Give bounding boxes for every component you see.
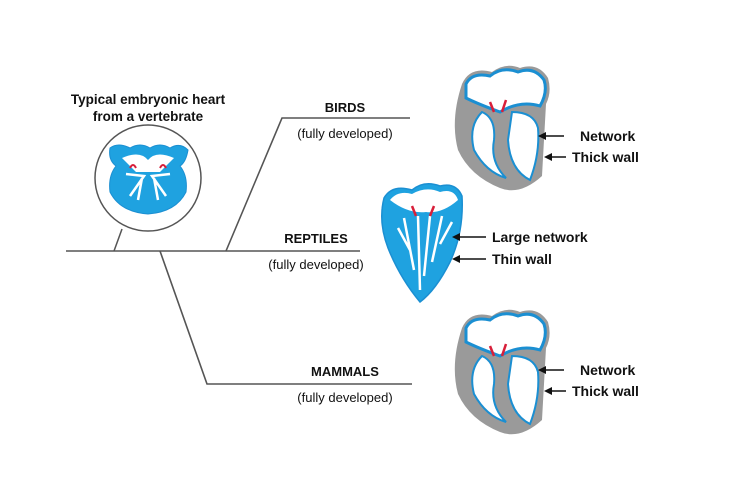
phylogeny-lines — [66, 117, 412, 385]
mammal-wall-arrowhead — [544, 387, 552, 395]
bird-wall-label: Thick wall — [572, 149, 639, 165]
mammals-branch-line — [159, 250, 412, 385]
title-line-2: from a vertebrate — [93, 109, 204, 124]
mammal-wall-label: Thick wall — [572, 383, 639, 399]
reptile-heart-shape — [381, 183, 463, 304]
reptile-wall-arrowhead — [452, 255, 460, 263]
circle-connector — [113, 228, 123, 252]
reptile-heart — [381, 183, 463, 304]
bird-heart — [454, 65, 550, 191]
reptiles-subtitle: (fully developed) — [268, 257, 363, 272]
title-line-1: Typical embryonic heart — [71, 92, 226, 107]
embryonic-heart — [94, 124, 202, 252]
mammal-heart — [454, 309, 550, 435]
embryonic-heart-network — [125, 172, 171, 201]
mammal-network-arrowhead — [538, 366, 546, 374]
mammal-valves — [488, 343, 508, 357]
mammal-network-label: Network — [580, 362, 635, 378]
reptiles-label: REPTILES — [284, 231, 348, 246]
bird-left-ventricle — [471, 110, 507, 179]
reptile-heart-atria — [390, 189, 458, 213]
birds-branch-line — [225, 117, 410, 252]
mammal-left-ventricle — [471, 354, 507, 423]
mammals-label: MAMMALS — [311, 364, 379, 379]
bird-wall-arrowhead — [544, 153, 552, 161]
birds-subtitle: (fully developed) — [297, 126, 392, 141]
bird-network-label: Network — [580, 128, 635, 144]
reptile-wall-label: Thin wall — [492, 251, 552, 267]
reptile-valves — [410, 205, 436, 217]
embryonic-valve — [129, 164, 167, 169]
mammal-heart-atria — [464, 312, 547, 358]
reptile-network-label: Large network — [492, 229, 588, 245]
embryonic-heart-shape — [109, 144, 189, 215]
mammal-right-ventricle — [506, 354, 540, 426]
birds-label: BIRDS — [325, 100, 366, 115]
reptile-heart-network — [396, 215, 454, 291]
mammals-subtitle: (fully developed) — [297, 390, 392, 405]
reptile-network-arrowhead — [452, 233, 460, 241]
bird-valves — [488, 99, 508, 113]
bird-right-ventricle — [506, 110, 540, 182]
bird-heart-atria — [464, 68, 547, 114]
bird-network-arrowhead — [538, 132, 546, 140]
